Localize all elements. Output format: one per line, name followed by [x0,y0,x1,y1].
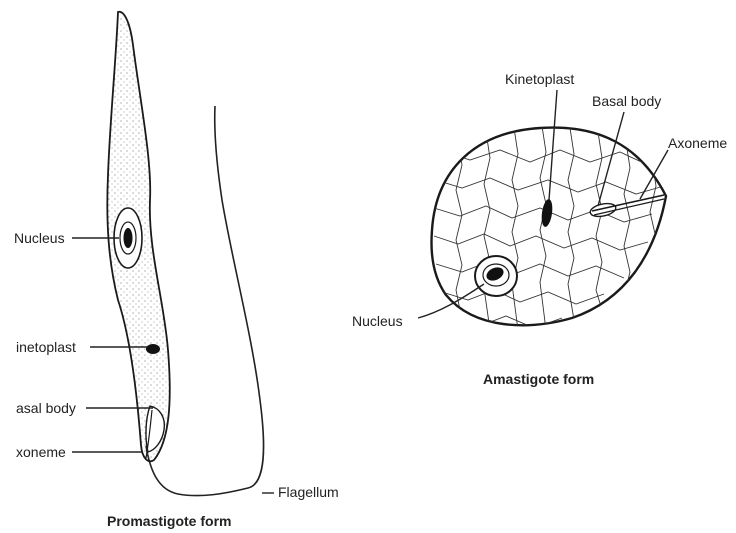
amastigote-kinetoplast-label: Kinetoplast [505,71,574,87]
amastigote-caption: Amastigote form [483,371,594,387]
promastigote-axoneme-label: xoneme [16,444,66,460]
promastigote-flagellum-label: Flagellum [278,484,339,500]
amastigote-axoneme-label: Axoneme [668,135,727,151]
amastigote-basal-body-label: Basal body [592,93,661,109]
amastigote-figure: Kinetoplast Basal body Axoneme Nucleus A… [352,71,727,387]
promastigote-kinetoplast [146,344,160,354]
promastigote-nucleus-label: Nucleus [14,230,65,246]
promastigote-caption: Promastigote form [107,513,231,529]
promastigote-kinetoplast-label: inetoplast [16,339,76,355]
amastigote-nucleus [475,256,517,296]
promastigote-basal-body-label: asal body [16,400,76,416]
promastigote-figure: Nucleus inetoplast asal body xoneme Flag… [14,12,339,529]
amastigote-nucleus-label: Nucleus [352,313,403,329]
